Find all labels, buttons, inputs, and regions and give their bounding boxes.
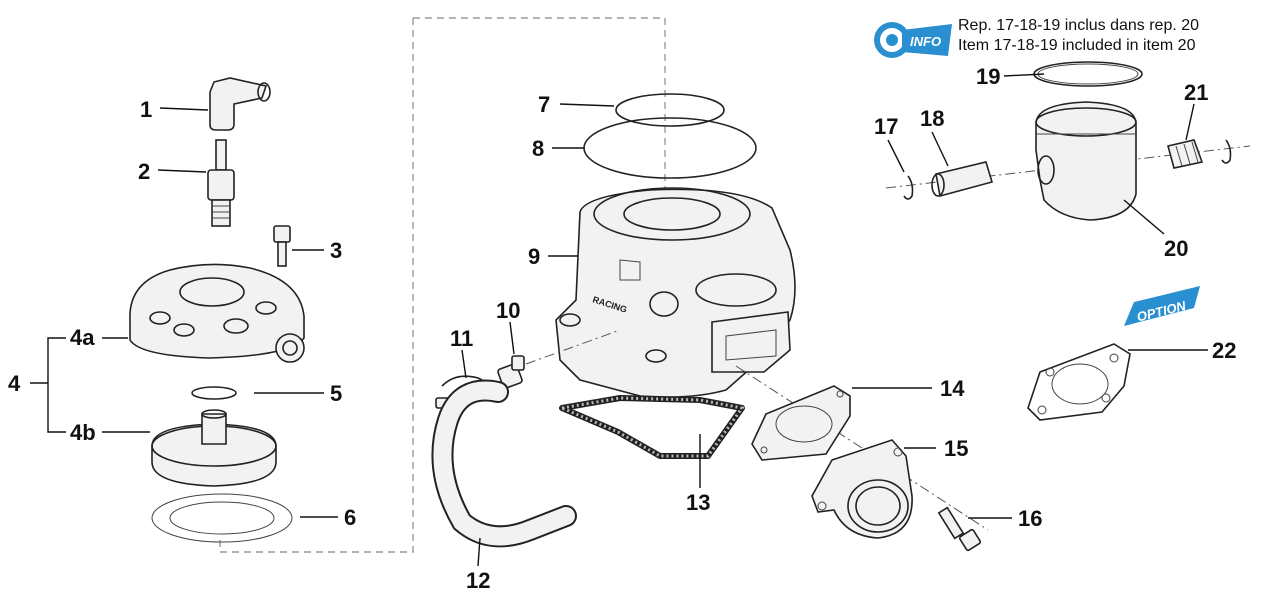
leader-line-21: [1185, 103, 1195, 141]
combustion-chamber-insert: [151, 409, 277, 487]
piston-pin-clip-left: [903, 175, 914, 200]
leader-line-11: [461, 349, 467, 379]
label-12: 12: [466, 568, 490, 593]
label-21: 21: [1184, 80, 1208, 105]
head-bolt: [273, 225, 291, 267]
label-2: 2: [138, 159, 150, 184]
leader-line-2: [157, 169, 207, 173]
label-18: 18: [920, 106, 944, 131]
leader-line-1: [159, 107, 209, 111]
cylinder-head: [129, 263, 305, 363]
sensor-axis: [525, 329, 621, 365]
label-19: 19: [976, 64, 1000, 89]
piston: [1035, 101, 1137, 221]
label-15: 15: [944, 436, 968, 461]
option-badge: OPTION: [1124, 286, 1200, 326]
label-14: 14: [940, 376, 965, 401]
cylinder-o-ring-large: [583, 117, 757, 179]
small-end-bearing: [1167, 139, 1204, 169]
piston-pin: [931, 161, 994, 197]
label-4a: 4a: [70, 325, 95, 350]
leader-line-20: [1123, 199, 1165, 235]
info-badge-text: INFO: [910, 34, 941, 49]
label-7: 7: [538, 92, 550, 117]
label-4: 4: [8, 371, 21, 396]
leader-line-17: [887, 139, 905, 173]
info-note: Rep. 17-18-19 inclus dans rep. 20 Item 1…: [958, 16, 1199, 56]
assembly-dashed-frame: [219, 17, 666, 553]
leader-line-7: [559, 103, 615, 107]
temperature-sensor: [497, 355, 525, 389]
piston-pin-clip-right: [1221, 139, 1232, 164]
leader-line-19: [1003, 73, 1045, 77]
intake-manifold: [811, 439, 913, 539]
label-3: 3: [330, 238, 342, 263]
label-4b: 4b: [70, 420, 96, 445]
label-9: 9: [528, 244, 540, 269]
intake-gasket: [751, 385, 851, 461]
cylinder-o-ring-small: [615, 93, 725, 127]
head-gasket: [151, 493, 293, 543]
info-note-english: Item 17-18-19 included in item 20: [958, 37, 1196, 54]
label-22: 22: [1212, 338, 1236, 363]
head-o-ring: [191, 386, 237, 400]
optional-intake-gasket: [1027, 343, 1131, 421]
label-6: 6: [344, 505, 356, 530]
piston-ring: [1033, 61, 1143, 87]
label-16: 16: [1018, 506, 1042, 531]
spark-plug: [207, 139, 235, 227]
info-badge: INFO: [874, 22, 952, 58]
leader-line-10: [509, 321, 515, 355]
cylinder: RACING: [555, 187, 796, 398]
label-17: 17: [874, 114, 898, 139]
label-10: 10: [496, 298, 520, 323]
leader-line-18: [931, 131, 949, 167]
bracket-4: [30, 337, 66, 433]
label-1: 1: [140, 97, 152, 122]
label-8: 8: [532, 136, 544, 161]
label-5: 5: [330, 381, 342, 406]
intake-bolt: [937, 506, 982, 552]
spark-plug-cap: [209, 77, 271, 131]
label-13: 13: [686, 490, 710, 515]
base-gasket: [556, 395, 745, 459]
label-11: 11: [450, 326, 473, 351]
leader-line-12: [477, 537, 481, 567]
info-note-french: Rep. 17-18-19 inclus dans rep. 20: [958, 17, 1200, 34]
label-20: 20: [1164, 236, 1188, 261]
